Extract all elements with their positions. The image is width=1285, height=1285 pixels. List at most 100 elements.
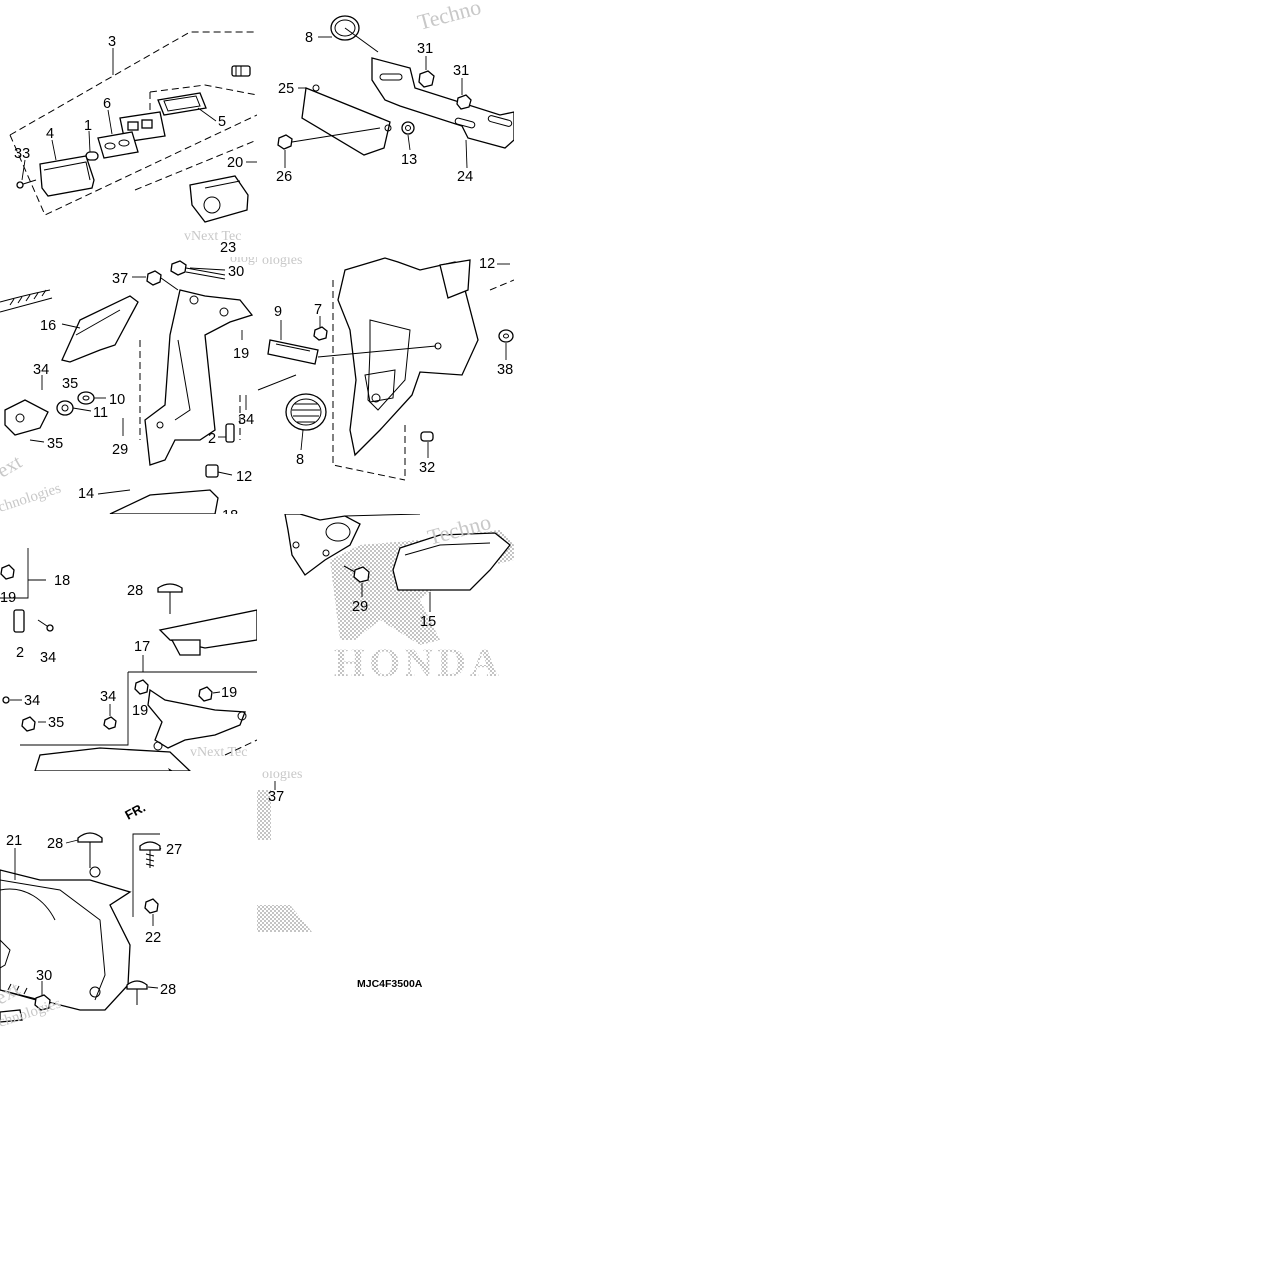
callout-2: 2	[16, 645, 24, 661]
license-bracket-panel: Techno	[276, 0, 514, 185]
lamp-lens	[39, 155, 95, 197]
watermark-text: ologies	[230, 251, 270, 266]
callout-35: 35	[48, 715, 64, 731]
callout-7: 7	[314, 302, 322, 318]
screw-27	[139, 841, 161, 868]
rear-frame-bracket	[144, 289, 254, 466]
nut-19-b	[134, 679, 149, 695]
callout-2: 2	[208, 431, 216, 447]
callout-28: 28	[47, 836, 63, 852]
watermark-text: Techno	[415, 0, 484, 35]
callout-33: 33	[14, 146, 30, 162]
wire-harness	[0, 289, 53, 313]
reflector-disc-8	[285, 393, 327, 431]
callout-16: 16	[40, 318, 56, 334]
callout-21: 21	[6, 833, 22, 849]
grab-bracket-panel: 37 30 16 19 34 35 10 11 35 29 2 34 12 14…	[0, 251, 270, 524]
side-stay-panel: 18 19 2 34 28 36 17 34 34 19 19 35 vNext…	[0, 548, 278, 771]
screw-34-b	[103, 716, 117, 730]
callout-28: 28	[127, 583, 143, 599]
watermark-text: ext	[0, 451, 26, 482]
dotted-remnant	[257, 790, 271, 840]
callout-19: 19	[0, 590, 16, 606]
callout-15: 15	[420, 614, 436, 630]
callout-29: 29	[352, 599, 368, 615]
callout-32: 32	[419, 460, 435, 476]
callout-27: 27	[166, 842, 182, 858]
brand-honda: HONDA	[334, 640, 503, 685]
callout-12: 12	[236, 469, 252, 485]
callout-19-c: 19	[221, 685, 237, 701]
callout-29: 29	[112, 442, 128, 458]
flange-nut-a	[418, 70, 435, 88]
bushing-10	[77, 391, 95, 405]
side-cover-panel: HONDA 29 15 Techno	[284, 514, 514, 685]
callout-26: 26	[276, 169, 292, 185]
bracket-top	[284, 514, 421, 576]
fender-edge	[109, 489, 219, 514]
bolt-28-b	[126, 980, 148, 1005]
stay-bracket	[147, 688, 247, 751]
callout-35: 35	[62, 376, 78, 392]
callout-23: 23	[220, 240, 236, 256]
callout-31: 31	[417, 41, 433, 57]
callout-35-b: 35	[47, 436, 63, 452]
callout-19: 19	[233, 346, 249, 362]
callout-34: 34	[40, 650, 56, 666]
fender-piece	[34, 747, 191, 771]
callout-25: 25	[278, 81, 294, 97]
screw-34-a	[37, 619, 54, 632]
mud-guard	[301, 84, 392, 156]
lamp-gasket	[97, 131, 139, 159]
callout-34-c: 34	[24, 693, 40, 709]
callout-18: 18	[222, 508, 238, 524]
callout-3: 3	[108, 34, 116, 50]
callout-34-b: 34	[100, 689, 116, 705]
nut-7	[313, 326, 328, 341]
grommet-12	[205, 464, 219, 478]
collar	[401, 121, 415, 135]
callout-34-b: 34	[238, 412, 254, 428]
callout-18: 18	[54, 573, 70, 589]
callout-10: 10	[109, 392, 125, 408]
watermark-text: ologies	[262, 767, 302, 782]
callout-24: 24	[457, 169, 473, 185]
callout-17: 17	[134, 639, 150, 655]
reflector-9	[267, 339, 437, 365]
callout-36: 36	[262, 617, 278, 633]
tail-cover	[61, 295, 139, 363]
reflector-disc	[330, 15, 379, 53]
nut-19-c	[198, 686, 213, 702]
callout-6: 6	[103, 96, 111, 112]
nut-22	[144, 898, 159, 914]
callout-8: 8	[305, 30, 313, 46]
callout-38: 38	[497, 362, 513, 378]
callout-37: 37	[268, 789, 284, 805]
callout-4: 4	[46, 126, 54, 142]
callout-31-b: 31	[453, 63, 469, 79]
hex-bolt-30	[170, 260, 226, 280]
bolt-28	[157, 583, 183, 614]
bolt-28-a	[77, 832, 103, 868]
collar-38	[498, 329, 514, 343]
license-lamp-lens	[157, 92, 207, 116]
rubber-mount	[4, 399, 49, 436]
callout-5: 5	[218, 114, 226, 130]
rear-fender-panel: ologies	[257, 256, 514, 481]
flange-bolt	[277, 127, 381, 150]
callout-14: 14	[78, 486, 94, 502]
watermark-text: chnologies	[0, 480, 63, 515]
flange-nut-b	[456, 94, 472, 110]
callout-9: 9	[274, 304, 282, 320]
callout-30: 30	[36, 968, 52, 984]
clip-2	[13, 609, 25, 633]
nut-35	[21, 716, 36, 732]
callout-1: 1	[84, 118, 92, 134]
callout-30: 30	[228, 264, 244, 280]
front-marker-label: FR.	[122, 800, 148, 823]
callout-12: 12	[479, 256, 495, 272]
rear-cowl	[0, 866, 132, 1011]
license-lamp-unit	[189, 175, 249, 223]
callout-28-b: 28	[160, 982, 176, 998]
